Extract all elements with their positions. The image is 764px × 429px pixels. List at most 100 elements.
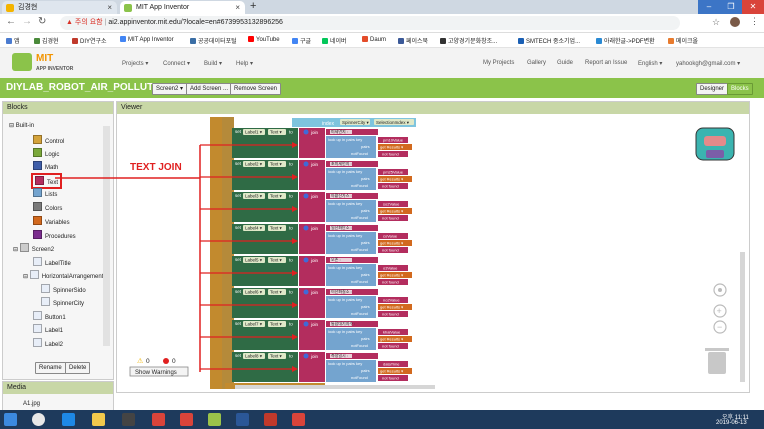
component-spinnercity[interactable]: SpinnerCity bbox=[41, 297, 84, 307]
notfound-string-block[interactable] bbox=[378, 151, 408, 157]
get-results-block[interactable] bbox=[378, 176, 412, 182]
forward-icon[interactable]: → bbox=[22, 16, 32, 27]
builtin-control[interactable]: Control bbox=[33, 135, 64, 145]
bookmark-5[interactable]: YouTube bbox=[248, 36, 280, 43]
label-dropdown[interactable] bbox=[243, 129, 265, 135]
key-string-block[interactable] bbox=[378, 329, 408, 335]
menu-build[interactable]: Build ▾ bbox=[204, 61, 223, 67]
media-item[interactable]: A1.jpg bbox=[23, 401, 41, 407]
close-tab-icon[interactable]: × bbox=[107, 3, 112, 12]
get-results-block[interactable] bbox=[378, 144, 412, 150]
component-button1[interactable]: Button1 bbox=[33, 311, 66, 321]
key-string-block[interactable] bbox=[378, 233, 408, 239]
key-string-block[interactable] bbox=[378, 169, 408, 175]
text-string-field[interactable] bbox=[330, 194, 352, 198]
notfound-string-block[interactable] bbox=[378, 311, 408, 317]
url-field[interactable]: ▲ 주의 요함 | ai2.appinventor.mit.edu/?local… bbox=[60, 16, 680, 30]
blocks-button[interactable]: Blocks bbox=[727, 83, 753, 95]
label-dropdown[interactable] bbox=[243, 257, 265, 263]
browser-tab-1[interactable]: 김경현 × bbox=[2, 1, 117, 14]
mutator-gear-icon[interactable] bbox=[303, 353, 309, 359]
text-string-field[interactable] bbox=[330, 162, 352, 166]
mutator-gear-icon[interactable] bbox=[303, 129, 309, 135]
minimize-icon[interactable]: – bbox=[698, 0, 720, 14]
bookmark-apps[interactable]: 앱 bbox=[6, 36, 20, 45]
back-icon[interactable]: ← bbox=[6, 16, 16, 27]
zoom-in-icon[interactable]: + bbox=[713, 304, 727, 318]
maximize-icon[interactable]: ❐ bbox=[720, 0, 742, 14]
profile-avatar[interactable] bbox=[730, 17, 740, 27]
component-horizontal[interactable]: ⊟ HorizontalArrangement bbox=[23, 270, 103, 280]
menu-gallery[interactable]: Gallery bbox=[527, 60, 547, 66]
text-string-field[interactable] bbox=[330, 226, 352, 230]
notfound-string-block[interactable] bbox=[378, 247, 408, 253]
app6-icon[interactable] bbox=[292, 413, 305, 426]
mutator-gear-icon[interactable] bbox=[303, 225, 309, 231]
close-window-icon[interactable]: ✕ bbox=[742, 0, 764, 14]
word-icon[interactable] bbox=[236, 413, 249, 426]
text-string-field[interactable] bbox=[330, 322, 352, 326]
notfound-string-block[interactable] bbox=[378, 279, 408, 285]
component-spinnersido[interactable]: SpinnerSido bbox=[41, 284, 86, 294]
menu-dots-icon[interactable]: ⋮ bbox=[750, 16, 759, 26]
builtin-logic[interactable]: Logic bbox=[33, 148, 59, 158]
mutator-gear-icon[interactable] bbox=[303, 161, 309, 167]
key-string-block[interactable] bbox=[378, 137, 408, 143]
selection-index-getter[interactable] bbox=[374, 119, 414, 125]
text-prop-dropdown[interactable] bbox=[268, 289, 286, 295]
notfound-string-block[interactable] bbox=[378, 375, 408, 381]
browser-tab-2[interactable]: MIT App Inventor × bbox=[120, 1, 245, 14]
label-dropdown[interactable] bbox=[243, 161, 265, 167]
get-results-block[interactable] bbox=[378, 240, 412, 246]
builtin-math[interactable]: Math bbox=[33, 161, 58, 171]
text-string-field[interactable] bbox=[330, 354, 352, 358]
get-results-block[interactable] bbox=[378, 208, 412, 214]
remove-screen-button[interactable]: Remove Screen bbox=[230, 83, 282, 95]
new-tab-button[interactable]: + bbox=[250, 0, 257, 12]
menu-projects[interactable]: Projects ▾ bbox=[122, 61, 149, 67]
close-tab-icon[interactable]: × bbox=[235, 3, 240, 12]
mutator-gear-icon[interactable] bbox=[303, 289, 309, 295]
bookmark-12[interactable]: 아래한글->PDF변환 bbox=[596, 36, 655, 45]
explorer-icon[interactable] bbox=[92, 413, 105, 426]
app3-icon[interactable] bbox=[180, 413, 193, 426]
text-prop-dropdown[interactable] bbox=[268, 257, 286, 263]
text-string-field[interactable] bbox=[330, 130, 352, 134]
builtin-text[interactable]: Text bbox=[31, 173, 63, 189]
bookmark-8[interactable]: Daum bbox=[362, 36, 386, 43]
bookmark-4[interactable]: 공공데이터포털 bbox=[190, 36, 237, 45]
mutator-gear-icon[interactable] bbox=[303, 193, 309, 199]
menu-account[interactable]: yahookgh@gmail.com ▾ bbox=[676, 61, 741, 67]
tree-screen2[interactable]: ⊟ Screen2 bbox=[13, 243, 54, 253]
text-string-field[interactable] bbox=[330, 290, 352, 294]
component-label1[interactable]: Label1 bbox=[33, 324, 63, 334]
menu-report-issue[interactable]: Report an Issue bbox=[585, 60, 628, 66]
zoom-out-icon[interactable]: − bbox=[713, 320, 727, 334]
text-prop-dropdown[interactable] bbox=[268, 161, 286, 167]
get-results-block[interactable] bbox=[378, 272, 412, 278]
bookmark-2[interactable]: DIY연구소 bbox=[72, 36, 107, 45]
app2-icon[interactable] bbox=[152, 413, 165, 426]
component-labeltitle[interactable]: LabelTitle bbox=[33, 257, 71, 267]
bookmark-6[interactable]: 구글 bbox=[292, 36, 311, 45]
mutator-gear-icon[interactable] bbox=[303, 257, 309, 263]
delete-button[interactable]: Delete bbox=[65, 362, 91, 374]
bookmark-13[interactable]: 메이크올 bbox=[668, 36, 698, 45]
trash-icon[interactable] bbox=[705, 348, 729, 374]
notfound-string-block[interactable] bbox=[378, 343, 408, 349]
key-string-block[interactable] bbox=[378, 265, 408, 271]
menu-connect[interactable]: Connect ▾ bbox=[163, 61, 191, 67]
recenter-icon[interactable] bbox=[713, 283, 727, 297]
label-dropdown[interactable] bbox=[243, 193, 265, 199]
builtin-colors[interactable]: Colors bbox=[33, 202, 62, 212]
chrome-icon[interactable] bbox=[32, 413, 45, 426]
text-prop-dropdown[interactable] bbox=[268, 321, 286, 327]
bookmark-10[interactable]: 고양경기문화창조... bbox=[440, 36, 497, 45]
spinnercity-getter[interactable] bbox=[340, 119, 370, 125]
